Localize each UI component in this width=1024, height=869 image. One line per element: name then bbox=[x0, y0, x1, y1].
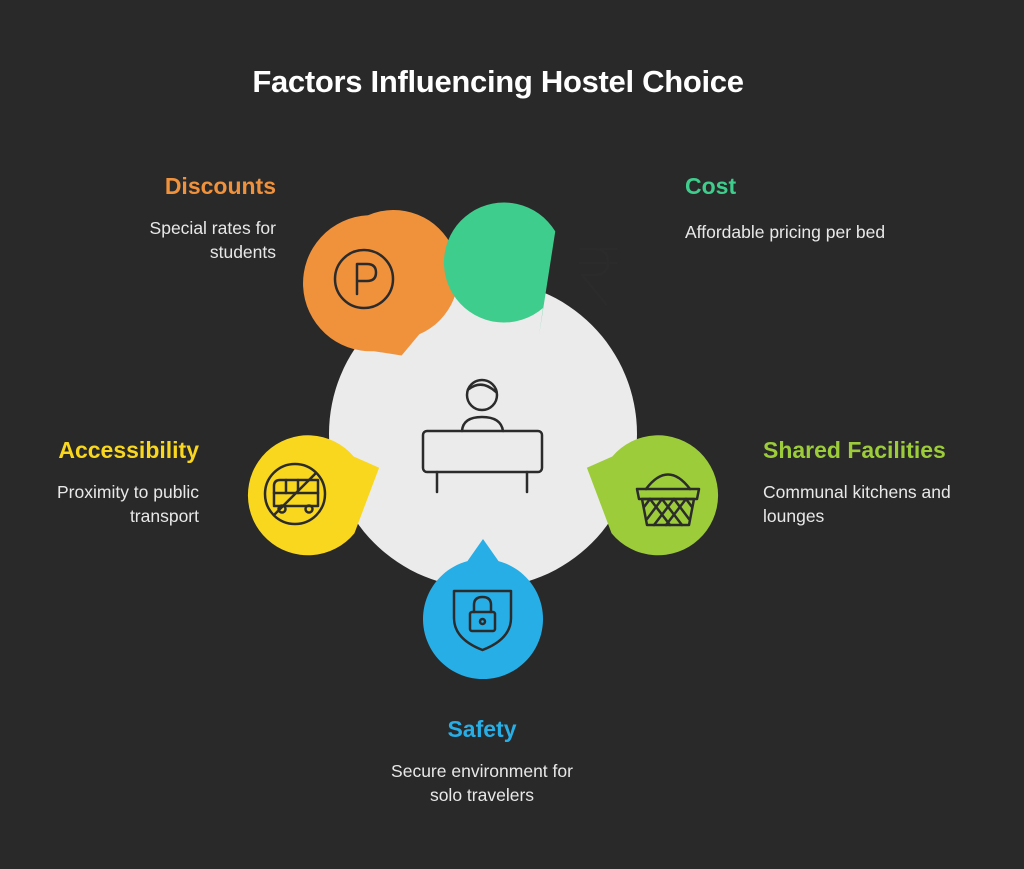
shared-facilities-pin bbox=[586, 435, 719, 556]
discounts-description: Special rates for students bbox=[150, 216, 276, 264]
shared-facilities-desc-line1: Communal kitchens and bbox=[763, 482, 951, 502]
safety-pin bbox=[423, 539, 544, 680]
accessibility-desc-line1: Proximity to public bbox=[57, 482, 199, 502]
rupee-icon bbox=[578, 247, 618, 306]
center-circle bbox=[329, 280, 637, 588]
safety-desc-line1: Secure environment for bbox=[391, 761, 573, 781]
diagram-title: Factors Influencing Hostel Choice bbox=[252, 64, 744, 99]
cost-pin bbox=[443, 202, 618, 336]
shared-facilities-description: Communal kitchens and lounges bbox=[763, 480, 951, 528]
parking-sign-icon bbox=[333, 248, 395, 310]
accessibility-title: Accessibility bbox=[58, 437, 199, 463]
cost-desc-line1: Affordable pricing per bed bbox=[685, 222, 886, 242]
shared-facilities-title: Shared Facilities bbox=[763, 437, 946, 463]
accessibility-description: Proximity to public transport bbox=[57, 480, 199, 528]
safety-description: Secure environment for solo travelers bbox=[330, 759, 634, 807]
cost-description: Affordable pricing per bed bbox=[685, 220, 885, 244]
accessibility-desc-line2: transport bbox=[129, 506, 199, 526]
shield-lock-icon bbox=[452, 589, 513, 652]
accessibility-pin bbox=[247, 435, 380, 556]
discounts-desc-line1: Special rates for bbox=[149, 218, 276, 238]
safety-title: Safety bbox=[447, 716, 517, 742]
basket-icon bbox=[635, 473, 701, 527]
discounts-title: Discounts bbox=[164, 173, 276, 199]
person-at-desk-icon bbox=[421, 378, 544, 494]
no-bus-icon bbox=[263, 462, 327, 526]
safety-desc-line2: solo travelers bbox=[429, 785, 535, 805]
cost-title: Cost bbox=[685, 173, 737, 199]
discounts-pin bbox=[303, 210, 459, 356]
shared-facilities-desc-line2: lounges bbox=[763, 506, 825, 526]
discounts-desc-line2: students bbox=[209, 242, 276, 262]
